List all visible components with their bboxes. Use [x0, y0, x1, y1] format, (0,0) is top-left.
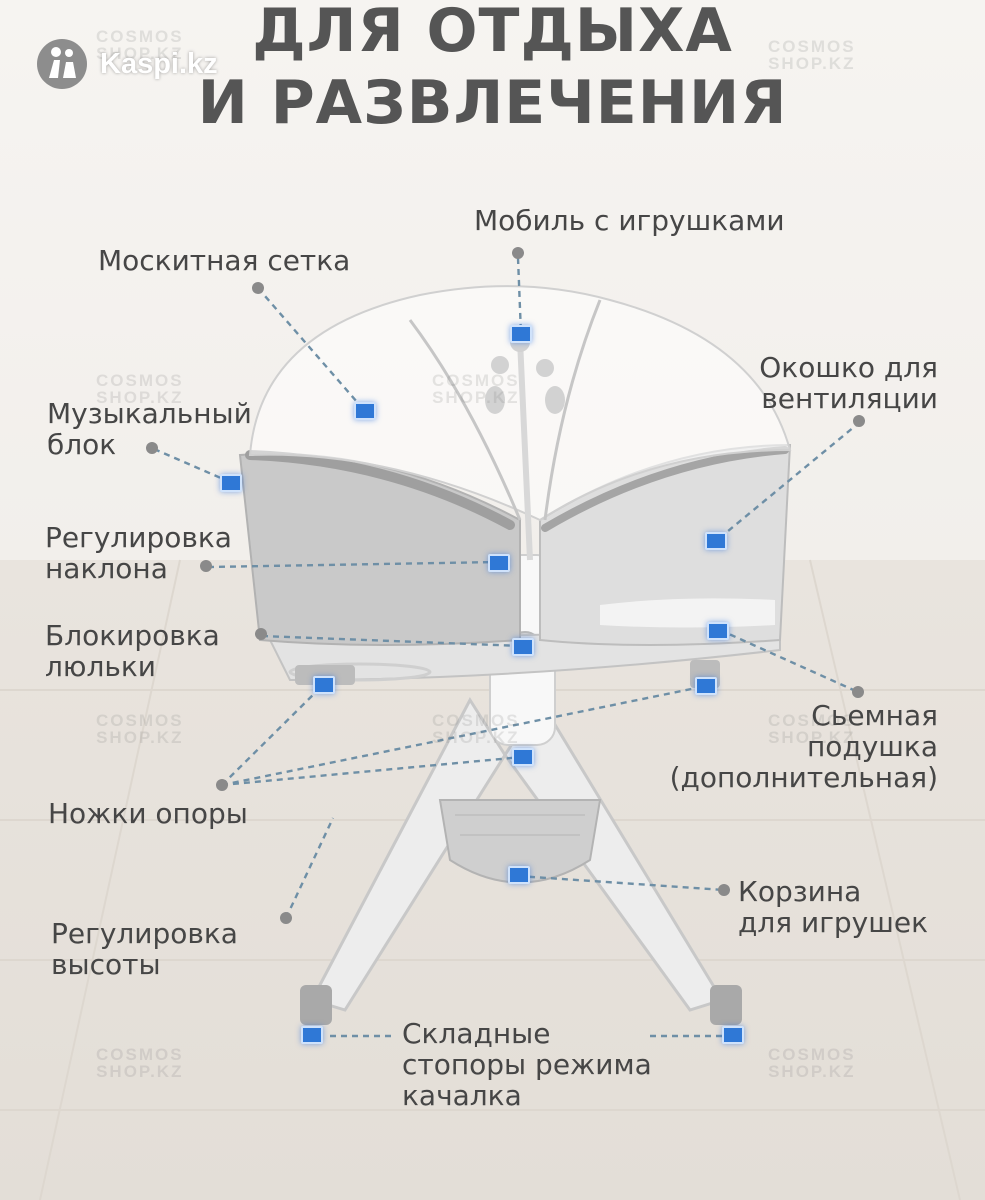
label-tilt-adjust: Регулировка наклона: [45, 521, 232, 585]
hotspot-stopper-left[interactable]: [301, 1026, 323, 1044]
leader-dot: [852, 686, 864, 698]
hotspot-leg-center[interactable]: [512, 748, 534, 766]
hotspot-mobile[interactable]: [510, 325, 532, 343]
label-height-adjust: Регулировка высоты: [51, 917, 238, 981]
label-vent-window: Окошко для вентиляции: [759, 351, 938, 415]
hotspot-cradle-lock[interactable]: [512, 638, 534, 656]
hotspot-mosquito-net[interactable]: [354, 402, 376, 420]
brand-name: Kaspi.kz: [100, 47, 218, 80]
hotspot-tilt-adjust[interactable]: [488, 554, 510, 572]
label-legs: Ножки опоры: [48, 797, 248, 830]
leader-dot: [252, 282, 264, 294]
leader-dot: [255, 628, 267, 640]
label-pillow: Сьемная подушка (дополнительная): [669, 699, 938, 794]
hotspot-stopper-right[interactable]: [722, 1026, 744, 1044]
leader-dot: [216, 779, 228, 791]
label-stoppers: Складные стопоры режима качалка: [402, 1017, 652, 1112]
heading-line-1: ДЛЯ ОТДЫХА: [252, 0, 733, 66]
heading-line-2: И РАЗВЛЕЧЕНИЯ: [197, 68, 788, 138]
hotspot-vent-window[interactable]: [705, 532, 727, 550]
label-basket: Корзина для игрушек: [738, 875, 929, 939]
leader-dot: [512, 247, 524, 259]
leader-dot: [280, 912, 292, 924]
brand-logo[interactable]: Kaspi.kz: [36, 36, 218, 92]
leader-lines: [153, 257, 861, 1038]
leader-dot: [853, 415, 865, 427]
kaspi-logo-icon: [37, 39, 87, 89]
leader-dot: [200, 560, 212, 572]
label-mosquito-net: Москитная сетка: [98, 244, 351, 277]
hotspot-music-block[interactable]: [220, 474, 242, 492]
hotspot-leg-left[interactable]: [313, 676, 335, 694]
label-cradle-lock: Блокировка люльки: [45, 619, 220, 683]
hotspot-leg-right[interactable]: [695, 677, 717, 695]
leader-dot: [718, 884, 730, 896]
label-mobile: Мобиль с игрушками: [474, 204, 785, 237]
label-music-block: Музыкальный блок: [47, 397, 252, 461]
hotspot-basket[interactable]: [508, 866, 530, 884]
hotspot-pillow[interactable]: [707, 622, 729, 640]
leader-dot: [146, 442, 158, 454]
